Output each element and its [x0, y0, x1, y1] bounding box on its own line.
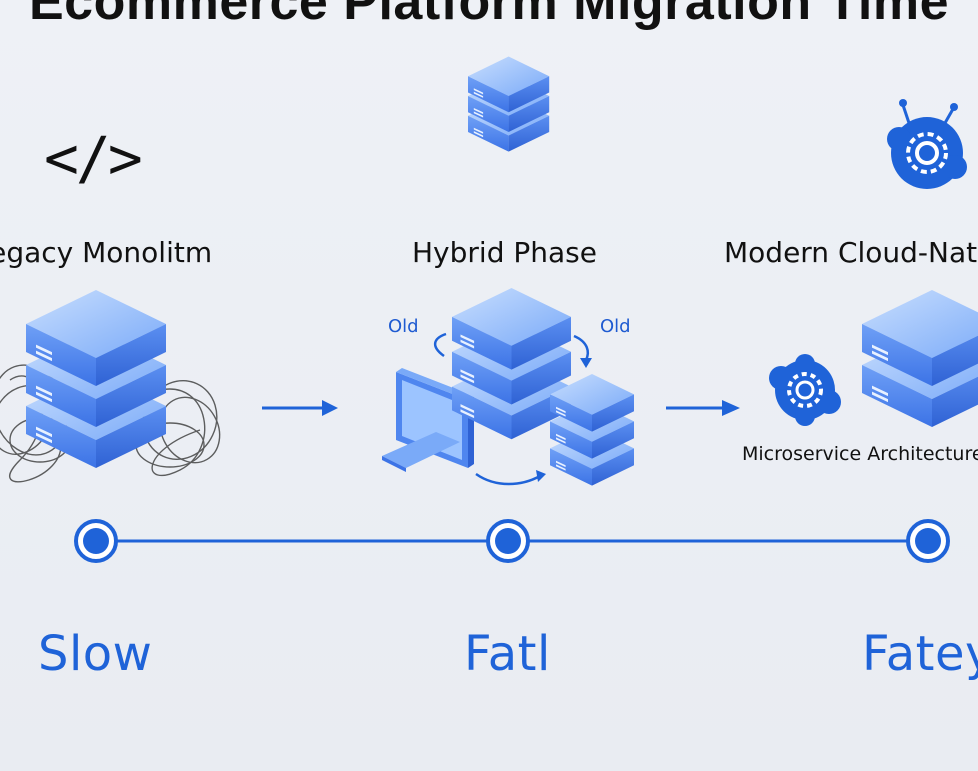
speed-label-legacy: Slow — [38, 626, 153, 682]
speed-label-hybrid: Fatl — [464, 626, 551, 682]
speed-label-modern: Fatey — [862, 626, 978, 682]
old-label-right: Old — [600, 316, 631, 337]
hybrid-small-server-stack — [550, 374, 634, 486]
legacy-server-stack — [26, 290, 166, 468]
diagram-title: Ecommerce Platform Migration Time — [29, 0, 949, 31]
microservice-gear-icon — [769, 354, 841, 426]
timeline-node-icon — [906, 519, 950, 563]
arrow-right-icon — [666, 400, 740, 416]
hybrid-server-stack — [452, 288, 571, 440]
stage-label-hybrid: Hybrid Phase — [412, 236, 597, 269]
stage-label-modern: Modern Cloud-Native — [724, 236, 978, 269]
code-icon: </> — [44, 124, 143, 192]
modern-server-stack — [862, 290, 978, 427]
arrow-right-icon — [262, 400, 338, 416]
stage-label-legacy: Legacy Monolitm — [0, 236, 213, 269]
gear-network-icon — [887, 99, 967, 189]
timeline-node-icon — [74, 519, 118, 563]
migration-arrows — [434, 332, 592, 486]
old-label-left: Old — [388, 316, 419, 337]
timeline-node-icon — [486, 519, 530, 563]
server-stack-icon — [468, 56, 550, 152]
microservice-label: Microservice Architecture — [742, 443, 978, 465]
